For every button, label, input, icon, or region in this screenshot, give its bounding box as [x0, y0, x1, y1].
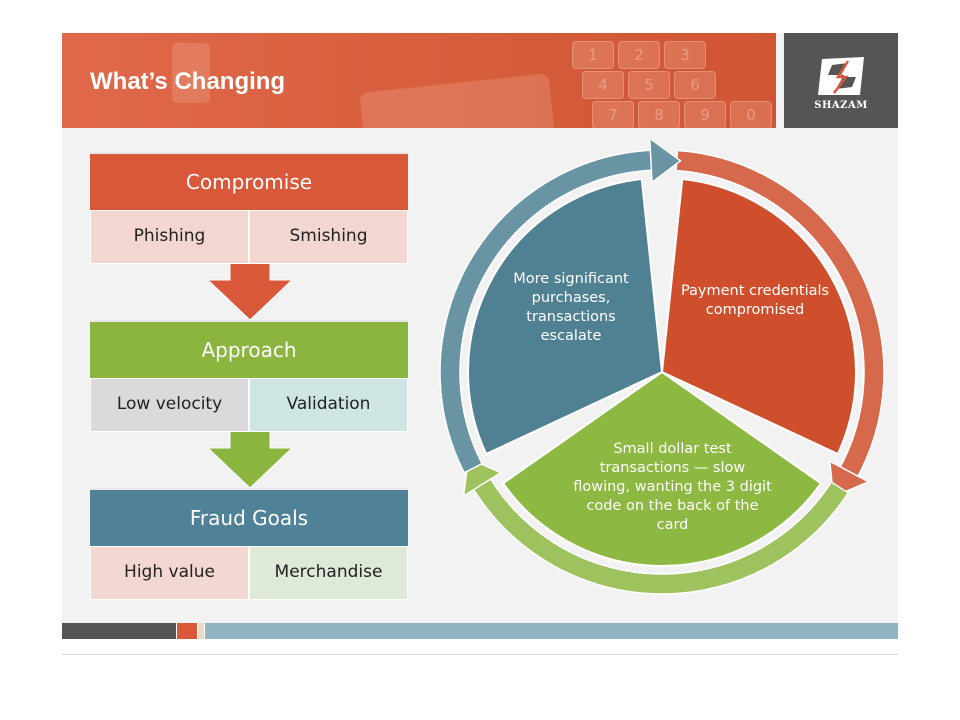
cycle-segment-label: More significant purchases, transactions…	[513, 271, 629, 344]
logo: SHAZAM	[784, 33, 898, 128]
keypad-key: 5	[628, 71, 670, 99]
hierarchy-box-compromise: Compromise Phishing Smishing	[90, 152, 408, 264]
hierarchy-item: Low velocity	[90, 378, 249, 432]
down-arrow-green	[206, 426, 294, 489]
hierarchy-item: Smishing	[249, 210, 408, 264]
cycle-segment-3	[467, 177, 664, 456]
footer-bar-blue	[205, 623, 898, 639]
hierarchy-item: Validation	[249, 378, 408, 432]
keypad-key: 7	[592, 101, 634, 128]
shazam-logo-icon	[818, 57, 864, 95]
keypad-key: 9	[684, 101, 726, 128]
hierarchy-header: Fraud Goals	[90, 490, 408, 546]
cycle-diagram	[439, 140, 885, 595]
hierarchy-item: High value	[90, 546, 249, 600]
footer-bar-gray	[62, 623, 176, 639]
keypad-key: 8	[638, 101, 680, 128]
down-arrow-orange	[206, 258, 294, 321]
keypad-key: 1	[572, 41, 614, 69]
logo-text: SHAZAM	[814, 100, 868, 111]
phone-image	[172, 43, 210, 103]
hierarchy-item: Merchandise	[249, 546, 408, 600]
footer-bar-tan	[198, 623, 204, 639]
hierarchy-header: Approach	[90, 322, 408, 378]
hierarchy-box-fraud-goals: Fraud Goals High value Merchandise	[90, 488, 408, 600]
hierarchy-box-approach: Approach Low velocity Validation	[90, 320, 408, 432]
keypad-image: 1 2 3 4 5 6 7 8 9 0	[552, 33, 776, 128]
cycle-segment-label: Payment credentials compromised	[680, 283, 830, 318]
keypad-key: 2	[618, 41, 660, 69]
page-title: What’s Changing	[90, 68, 286, 95]
cycle-segment-label: Small dollar test transactions — slow fl…	[573, 441, 772, 533]
hierarchy-header: Compromise	[90, 154, 408, 210]
footer-bar-orange	[177, 623, 197, 639]
footer-rule	[62, 654, 898, 655]
credit-card-image	[359, 73, 555, 128]
keypad-key: 0	[730, 101, 772, 128]
keypad-key: 6	[674, 71, 716, 99]
cycle-arrow-head	[649, 140, 682, 184]
header-banner: 1 2 3 4 5 6 7 8 9 0	[62, 33, 776, 128]
keypad-key: 3	[664, 41, 706, 69]
hierarchy-item: Phishing	[90, 210, 249, 264]
keypad-key: 4	[582, 71, 624, 99]
cycle-segment-2	[501, 370, 823, 567]
